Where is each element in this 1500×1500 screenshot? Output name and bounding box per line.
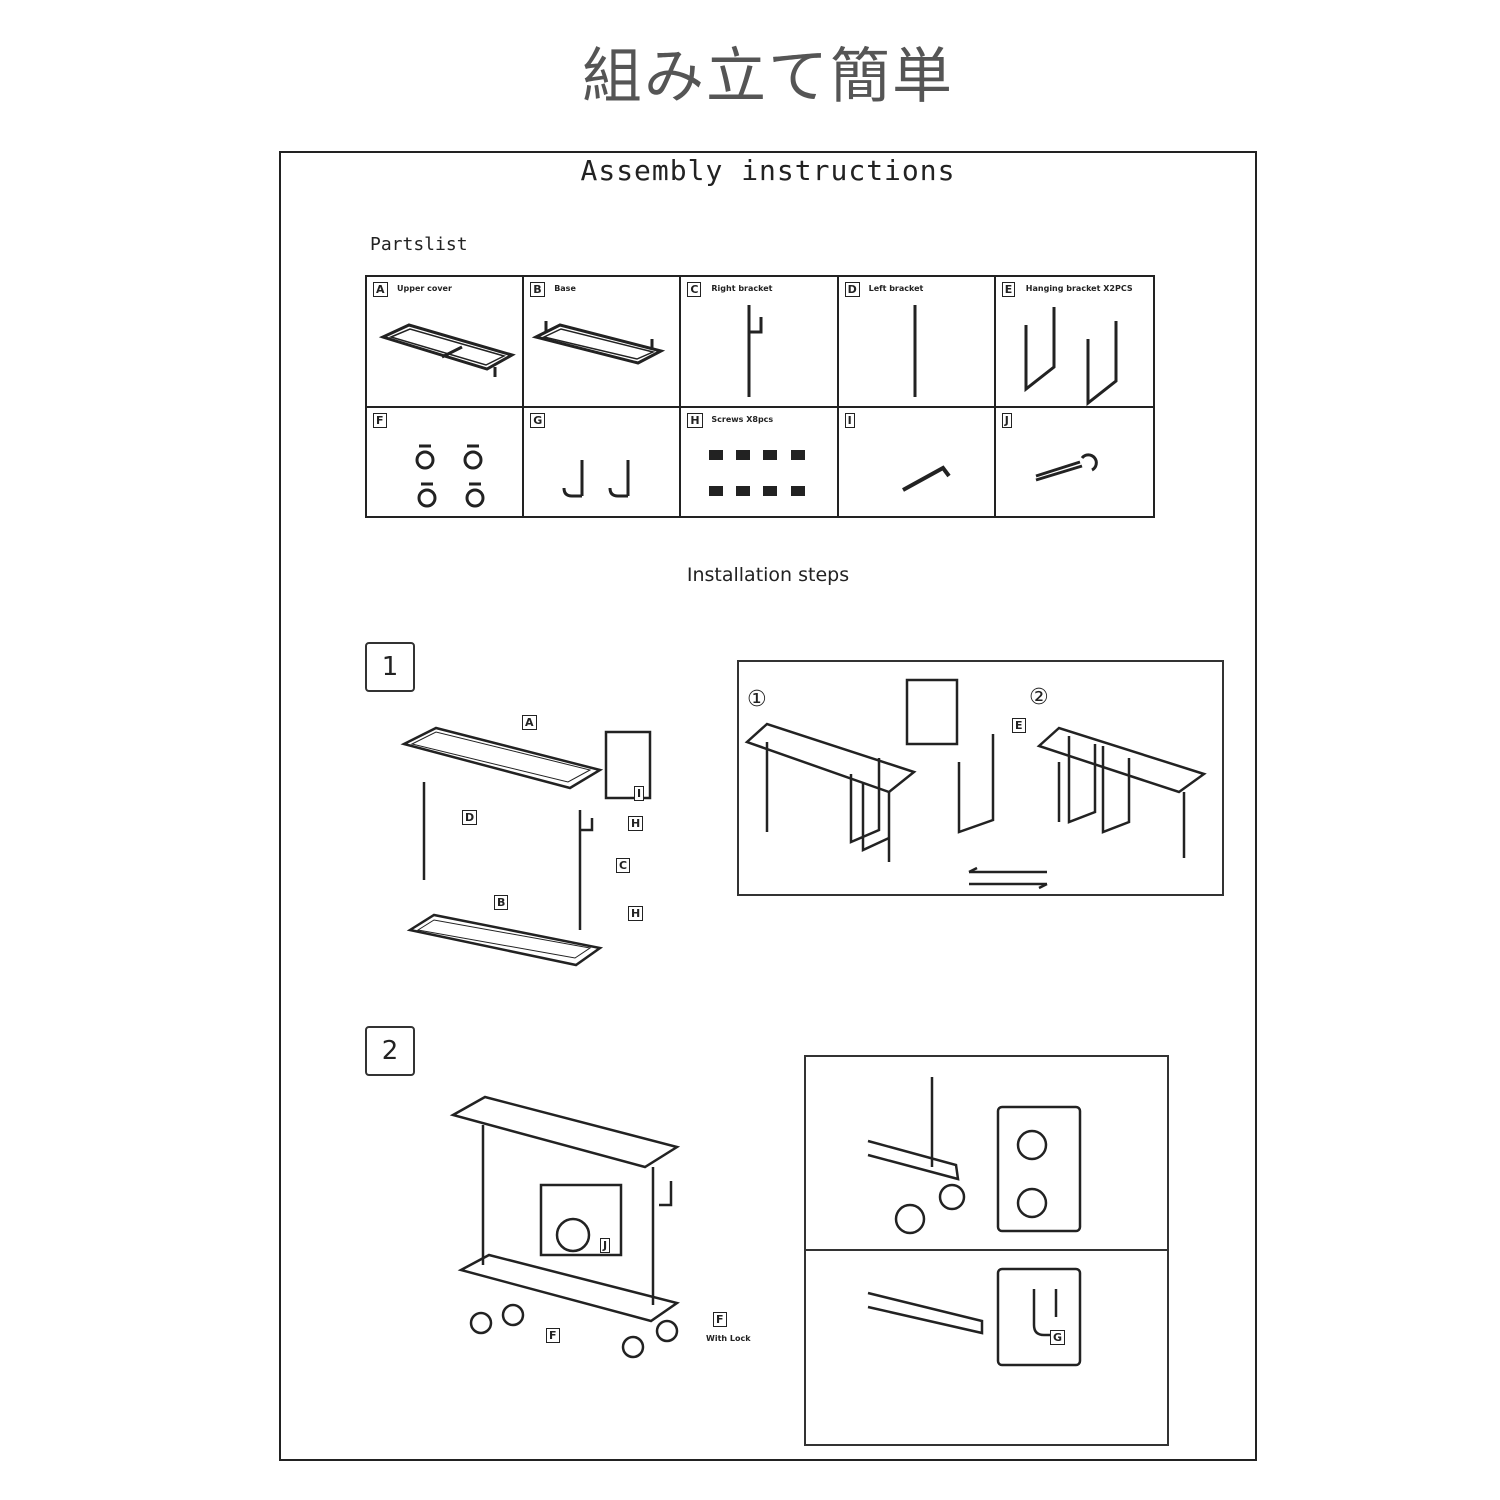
instructions-sheet xyxy=(279,151,1257,1461)
allen-key-drawing xyxy=(901,465,951,492)
part-d: D Left bracket xyxy=(838,277,996,408)
step-1-number: 1 xyxy=(365,642,415,692)
substep-2-marker: ② xyxy=(1029,685,1049,710)
part-j: J xyxy=(996,408,1153,516)
parts-list-label: Partslist xyxy=(370,234,468,255)
callout-f: F xyxy=(546,1328,560,1343)
installation-steps-heading: Installation steps xyxy=(686,564,850,586)
callout-g: G xyxy=(1050,1330,1066,1345)
part-f: F xyxy=(367,408,525,516)
callout-d: D xyxy=(462,810,478,825)
screws-drawing xyxy=(709,450,806,496)
part-c: C Right bracket xyxy=(681,277,839,408)
page-title: 組み立て簡単 xyxy=(582,42,954,112)
hanging-bracket-drawing xyxy=(1024,307,1118,407)
part-name: Hanging bracket X2PCS xyxy=(1025,284,1133,293)
part-letter: C xyxy=(687,282,702,297)
step-1-detail-box: ① ② xyxy=(737,660,1224,896)
part-e: E Hanging bracket X2PCS xyxy=(995,277,1153,408)
part-letter: F xyxy=(373,413,387,428)
step-2-detail-box xyxy=(804,1055,1169,1446)
part-letter: A xyxy=(373,282,388,297)
detail-divider xyxy=(806,1249,1167,1251)
callout-b: B xyxy=(494,895,509,910)
callout-a: A xyxy=(522,715,537,730)
part-g: G xyxy=(524,408,682,516)
callout-i: I xyxy=(634,786,645,801)
sheet-heading: Assembly instructions xyxy=(580,154,956,187)
hanging-bracket-detail: ① ② xyxy=(744,678,1207,890)
part-letter: G xyxy=(530,413,546,428)
callout-f-lock: F xyxy=(713,1312,727,1327)
callout-h: H xyxy=(628,816,644,831)
step-2-number: 2 xyxy=(365,1026,415,1076)
part-i: I xyxy=(839,408,996,516)
wrench-drawing xyxy=(1035,453,1098,482)
callout-c: C xyxy=(616,858,631,873)
part-letter: D xyxy=(844,282,860,297)
step-1-diagram xyxy=(400,726,652,967)
part-name: Upper cover xyxy=(397,284,452,293)
part-name: Right bracket xyxy=(711,284,773,293)
step-2-diagram xyxy=(449,1095,681,1359)
substep-1-marker: ① xyxy=(747,687,767,712)
caster-wheels-drawing xyxy=(415,444,485,508)
callout-e: E xyxy=(1012,718,1026,733)
part-name: Left bracket xyxy=(868,284,924,293)
right-bracket-drawing xyxy=(747,305,763,397)
caster-and-hook-detail xyxy=(867,1077,1082,1367)
part-letter: H xyxy=(687,413,703,428)
base-drawing xyxy=(531,321,666,365)
left-bracket-drawing xyxy=(913,305,917,397)
part-letter: I xyxy=(844,413,855,428)
upper-cover-drawing xyxy=(378,323,516,377)
hook-drawing xyxy=(562,460,630,498)
callout-j: J xyxy=(600,1238,611,1253)
part-letter: B xyxy=(530,282,545,297)
part-letter: J xyxy=(1001,413,1012,428)
with-lock-label: With Lock xyxy=(706,1334,751,1343)
part-h: H Screws X8pcs xyxy=(681,408,839,516)
callout-h-2: H xyxy=(628,906,644,921)
part-name: Screws X8pcs xyxy=(711,415,774,424)
part-b: B Base xyxy=(524,277,682,408)
parts-table: A Upper cover B Base C Right bracket D Left … xyxy=(365,275,1155,518)
part-name: Base xyxy=(554,284,576,293)
part-letter: E xyxy=(1001,282,1016,297)
part-a: A Upper cover xyxy=(367,277,525,408)
